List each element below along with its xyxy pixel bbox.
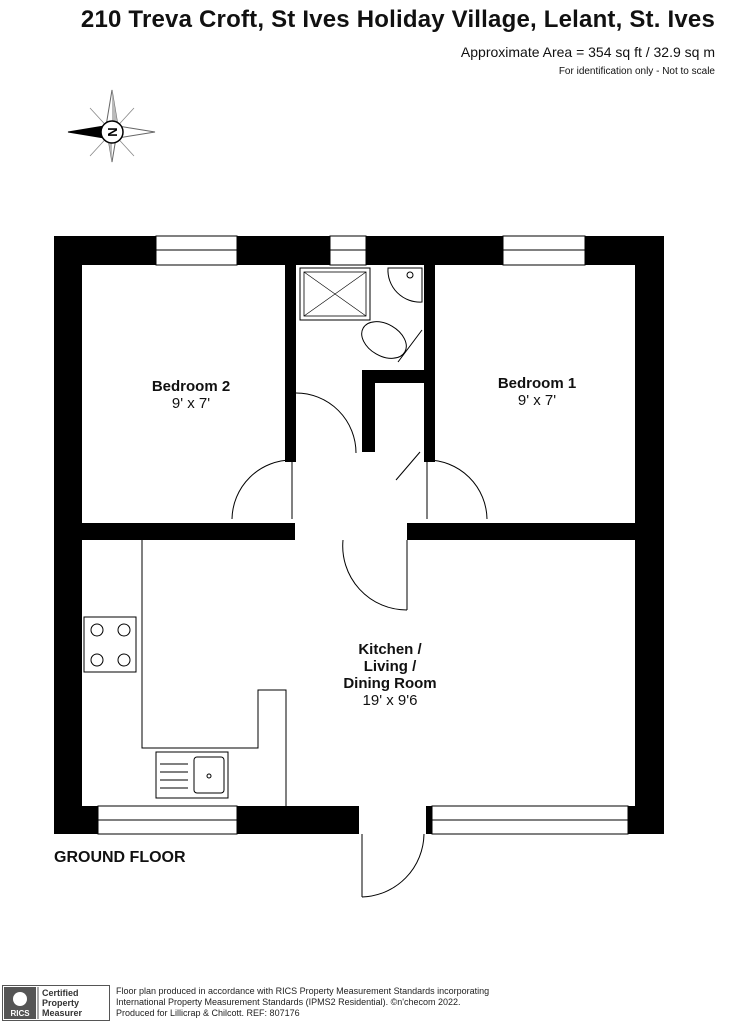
shower-tray-icon [299, 267, 371, 321]
room-name-line: Living / [363, 658, 417, 675]
floor-label: GROUND FLOOR [54, 849, 186, 866]
room-size: 9' x 7' [517, 392, 557, 409]
badge-line: Certified [42, 988, 79, 998]
rics-certified-badge: RICS Certified Property Measurer [2, 985, 110, 1021]
room-name: Bedroom 2 [151, 378, 231, 395]
approximate-area: Approximate Area = 354 sq ft / 32.9 sq m [460, 44, 715, 60]
scale-note: For identification only - Not to scale [558, 66, 715, 77]
room-bedroom-1: Bedroom 1 9' x 7' [477, 375, 597, 409]
rics-logo-text: RICS [10, 1009, 30, 1018]
toilet-icon [361, 321, 423, 363]
footer-line: Floor plan produced in accordance with R… [116, 986, 490, 996]
badge-line: Measurer [42, 1008, 83, 1018]
footer-text: Floor plan produced in accordance with R… [116, 986, 489, 1019]
room-name: Bedroom 1 [497, 375, 577, 392]
basin-icon [387, 267, 423, 303]
sink-icon [155, 751, 229, 799]
walls [54, 236, 664, 834]
room-kitchen-living-dining: Kitchen / Living / Dining Room 19' x 9'6 [320, 641, 460, 709]
room-bedroom-2: Bedroom 2 9' x 7' [131, 378, 251, 412]
compass-rose-icon: N [67, 89, 156, 163]
kitchen-worktop [141, 540, 287, 806]
room-size: 9' x 7' [171, 395, 211, 412]
footer-line: Produced for Lillicrap & Chilcott. REF: … [116, 1008, 300, 1018]
hob-icon [83, 616, 137, 673]
badge-line: Property [42, 998, 79, 1008]
windows [97, 235, 629, 835]
page-title: 210 Treva Croft, St Ives Holiday Village… [80, 6, 715, 33]
door-swings [231, 392, 488, 898]
footer-line: International Property Measurement Stand… [116, 997, 461, 1007]
compass-letter: N [105, 127, 120, 136]
room-size: 19' x 9'6 [362, 692, 418, 709]
room-name-line: Kitchen / [358, 641, 422, 658]
room-name-line: Dining Room [343, 675, 437, 692]
